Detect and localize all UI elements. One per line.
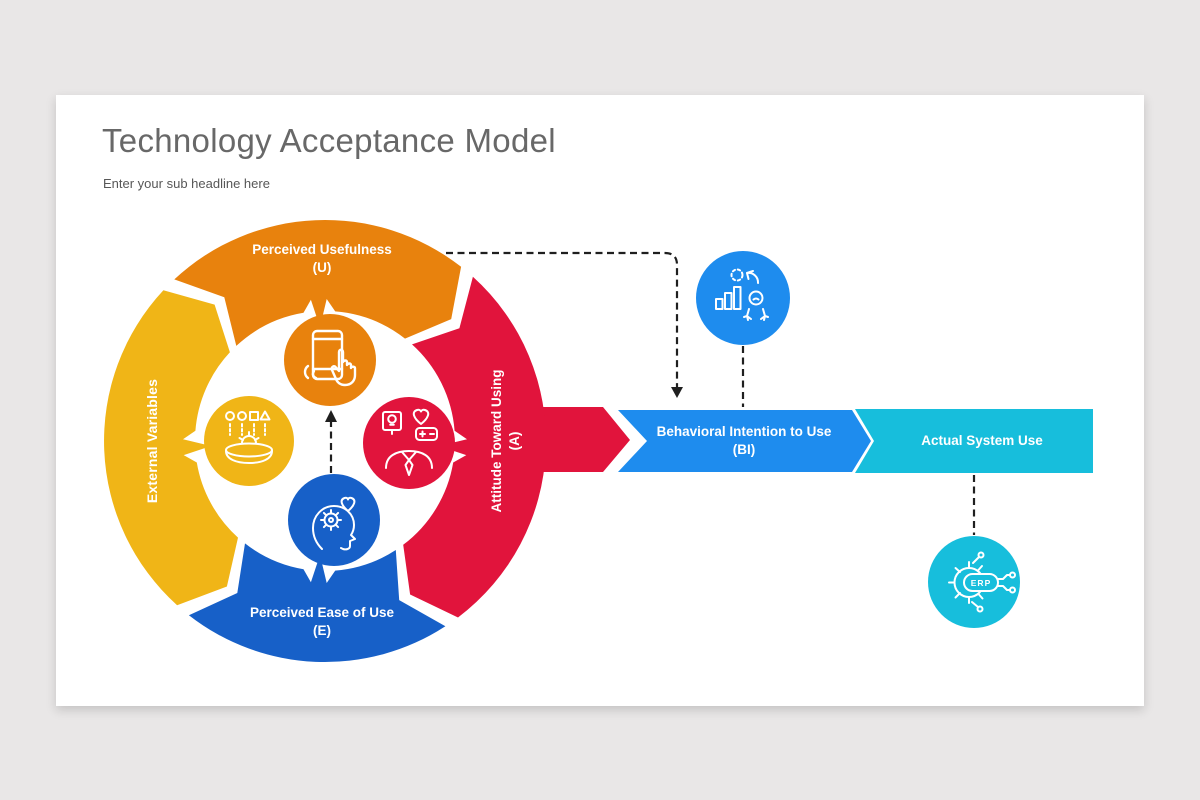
analytics-robot-user-icon [715, 268, 769, 321]
behavioral-intention-arrow [618, 410, 871, 472]
attitude-flow-stem [540, 407, 630, 472]
analytics-satellite-circle [696, 251, 790, 345]
ring-segment-usefulness [174, 219, 462, 346]
head-gear-heart-icon [312, 496, 356, 551]
slide-title: Technology Acceptance Model [102, 122, 556, 159]
external-icon-circle [204, 396, 294, 486]
hand-tapping-phone-icon [303, 329, 357, 387]
ring-segment-attitude [403, 276, 546, 618]
ring-segment-ease [188, 543, 446, 663]
person-feedback-bubbles-icon [382, 408, 438, 476]
dashed-connector-usefulness-to-bi [446, 251, 679, 387]
ring-segment-external [104, 290, 239, 606]
erp-gear-circuit-icon: ERP [948, 551, 1016, 613]
actual-system-use-bar [855, 409, 1093, 473]
usefulness-icon-circle [284, 314, 376, 406]
erp-label: ERP [971, 578, 991, 588]
variables-input-bowl-icon [225, 410, 273, 464]
ring-of-arcs [104, 219, 546, 663]
slide-subtitle: Enter your sub headline here [103, 176, 270, 191]
arrowhead-usefulness-to-bi [671, 387, 683, 398]
arrowhead-ease-to-usefulness [325, 410, 337, 422]
